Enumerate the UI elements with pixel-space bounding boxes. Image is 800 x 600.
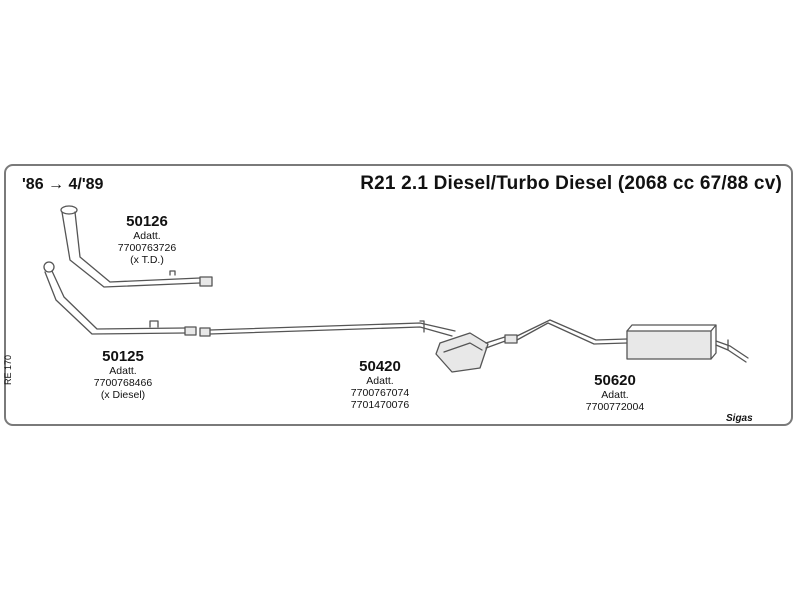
- part-label-50126: 50126 Adatt. 7700763726 (x T.D.): [102, 213, 192, 266]
- part-number: 50420: [359, 358, 401, 375]
- part-detail: 7700772004: [585, 401, 645, 413]
- part-detail: (x T.D.): [130, 254, 164, 266]
- part-number: 50620: [594, 372, 636, 389]
- diagram-title: R21 2.1 Diesel/Turbo Diesel (2068 cc 67/…: [360, 173, 782, 194]
- part-label-50125: 50125 Adatt. 7700768466 (x Diesel): [78, 348, 168, 401]
- brand-logo: Sigas: [726, 413, 753, 424]
- part-detail: 7700768466: [93, 377, 153, 389]
- intermediate-section-50420: [199, 320, 518, 373]
- part-detail: Adatt.: [133, 230, 161, 242]
- part-detail: 7701470076: [350, 399, 410, 411]
- part-detail: Adatt.: [366, 375, 394, 387]
- part-number: 50125: [102, 348, 144, 365]
- part-detail: 7700763726: [117, 242, 177, 254]
- front-pipe-50125: [43, 261, 197, 336]
- part-detail: Adatt.: [109, 365, 137, 377]
- rear-section-50620: [516, 319, 749, 363]
- part-detail: Adatt.: [601, 389, 629, 401]
- year-range: '86 → 4/'89: [22, 176, 104, 193]
- part-detail: (x Diesel): [100, 389, 146, 401]
- part-detail: 7700767074: [350, 387, 410, 399]
- front-pipe-50126: [60, 205, 213, 288]
- part-label-50420: 50420 Adatt. 7700767074 7701470076: [335, 358, 425, 411]
- diagram-frame: [4, 164, 793, 426]
- part-label-50620: 50620 Adatt. 7700772004: [570, 372, 660, 413]
- catalog-reference: RE 170: [3, 354, 13, 385]
- part-number: 50126: [126, 213, 168, 230]
